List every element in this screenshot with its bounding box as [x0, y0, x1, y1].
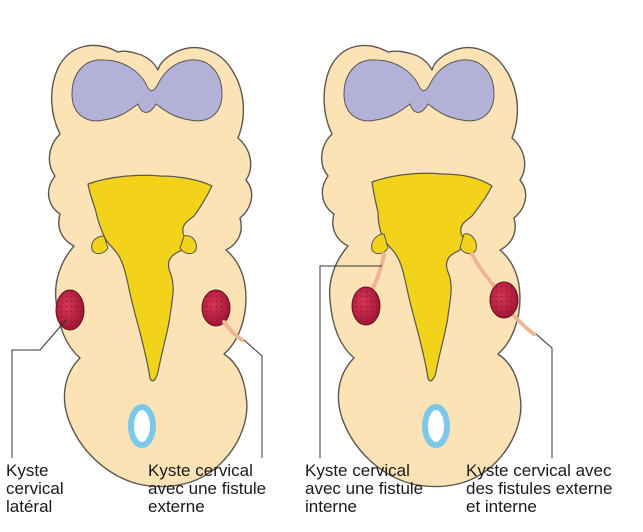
right-cyst-left-texture — [352, 287, 380, 325]
caption-internal-fistula-line1: Kyste cervical — [305, 462, 423, 480]
caption-lateral-cyst: Kyste cervical latéral — [6, 462, 64, 516]
left-section — [12, 45, 262, 486]
caption-external-fistula-line1: Kyste cervical — [148, 462, 266, 480]
caption-both-fistulae: Kyste cervical avec des fistules externe… — [466, 462, 612, 516]
right-section — [320, 45, 552, 486]
caption-lateral-cyst-line1: Kyste — [6, 462, 64, 480]
left-trachea — [131, 407, 153, 445]
right-external-fistula — [514, 316, 534, 334]
caption-internal-fistula-line3: interne — [305, 498, 423, 516]
caption-internal-fistula: Kyste cervical avec une fistule interne — [305, 462, 423, 516]
right-leader-both — [536, 334, 552, 458]
left-cyst-right-texture — [202, 290, 230, 326]
caption-lateral-cyst-line2: cervical — [6, 480, 64, 498]
right-trachea — [425, 407, 447, 445]
caption-external-fistula-line3: externe — [148, 498, 266, 516]
left-leader-cyst — [12, 320, 66, 458]
caption-both-fistulae-line3: et interne — [466, 498, 612, 516]
caption-external-fistula: Kyste cervical avec une fistule externe — [148, 462, 266, 516]
caption-both-fistulae-line2: des fistules externe — [466, 480, 612, 498]
left-cyst-left-texture — [56, 290, 84, 330]
caption-internal-fistula-line2: avec une fistule — [305, 480, 423, 498]
right-cyst-right-texture — [490, 282, 518, 318]
caption-both-fistulae-line1: Kyste cervical avec — [466, 462, 612, 480]
caption-lateral-cyst-line3: latéral — [6, 498, 64, 516]
caption-external-fistula-line2: avec une fistule — [148, 480, 266, 498]
